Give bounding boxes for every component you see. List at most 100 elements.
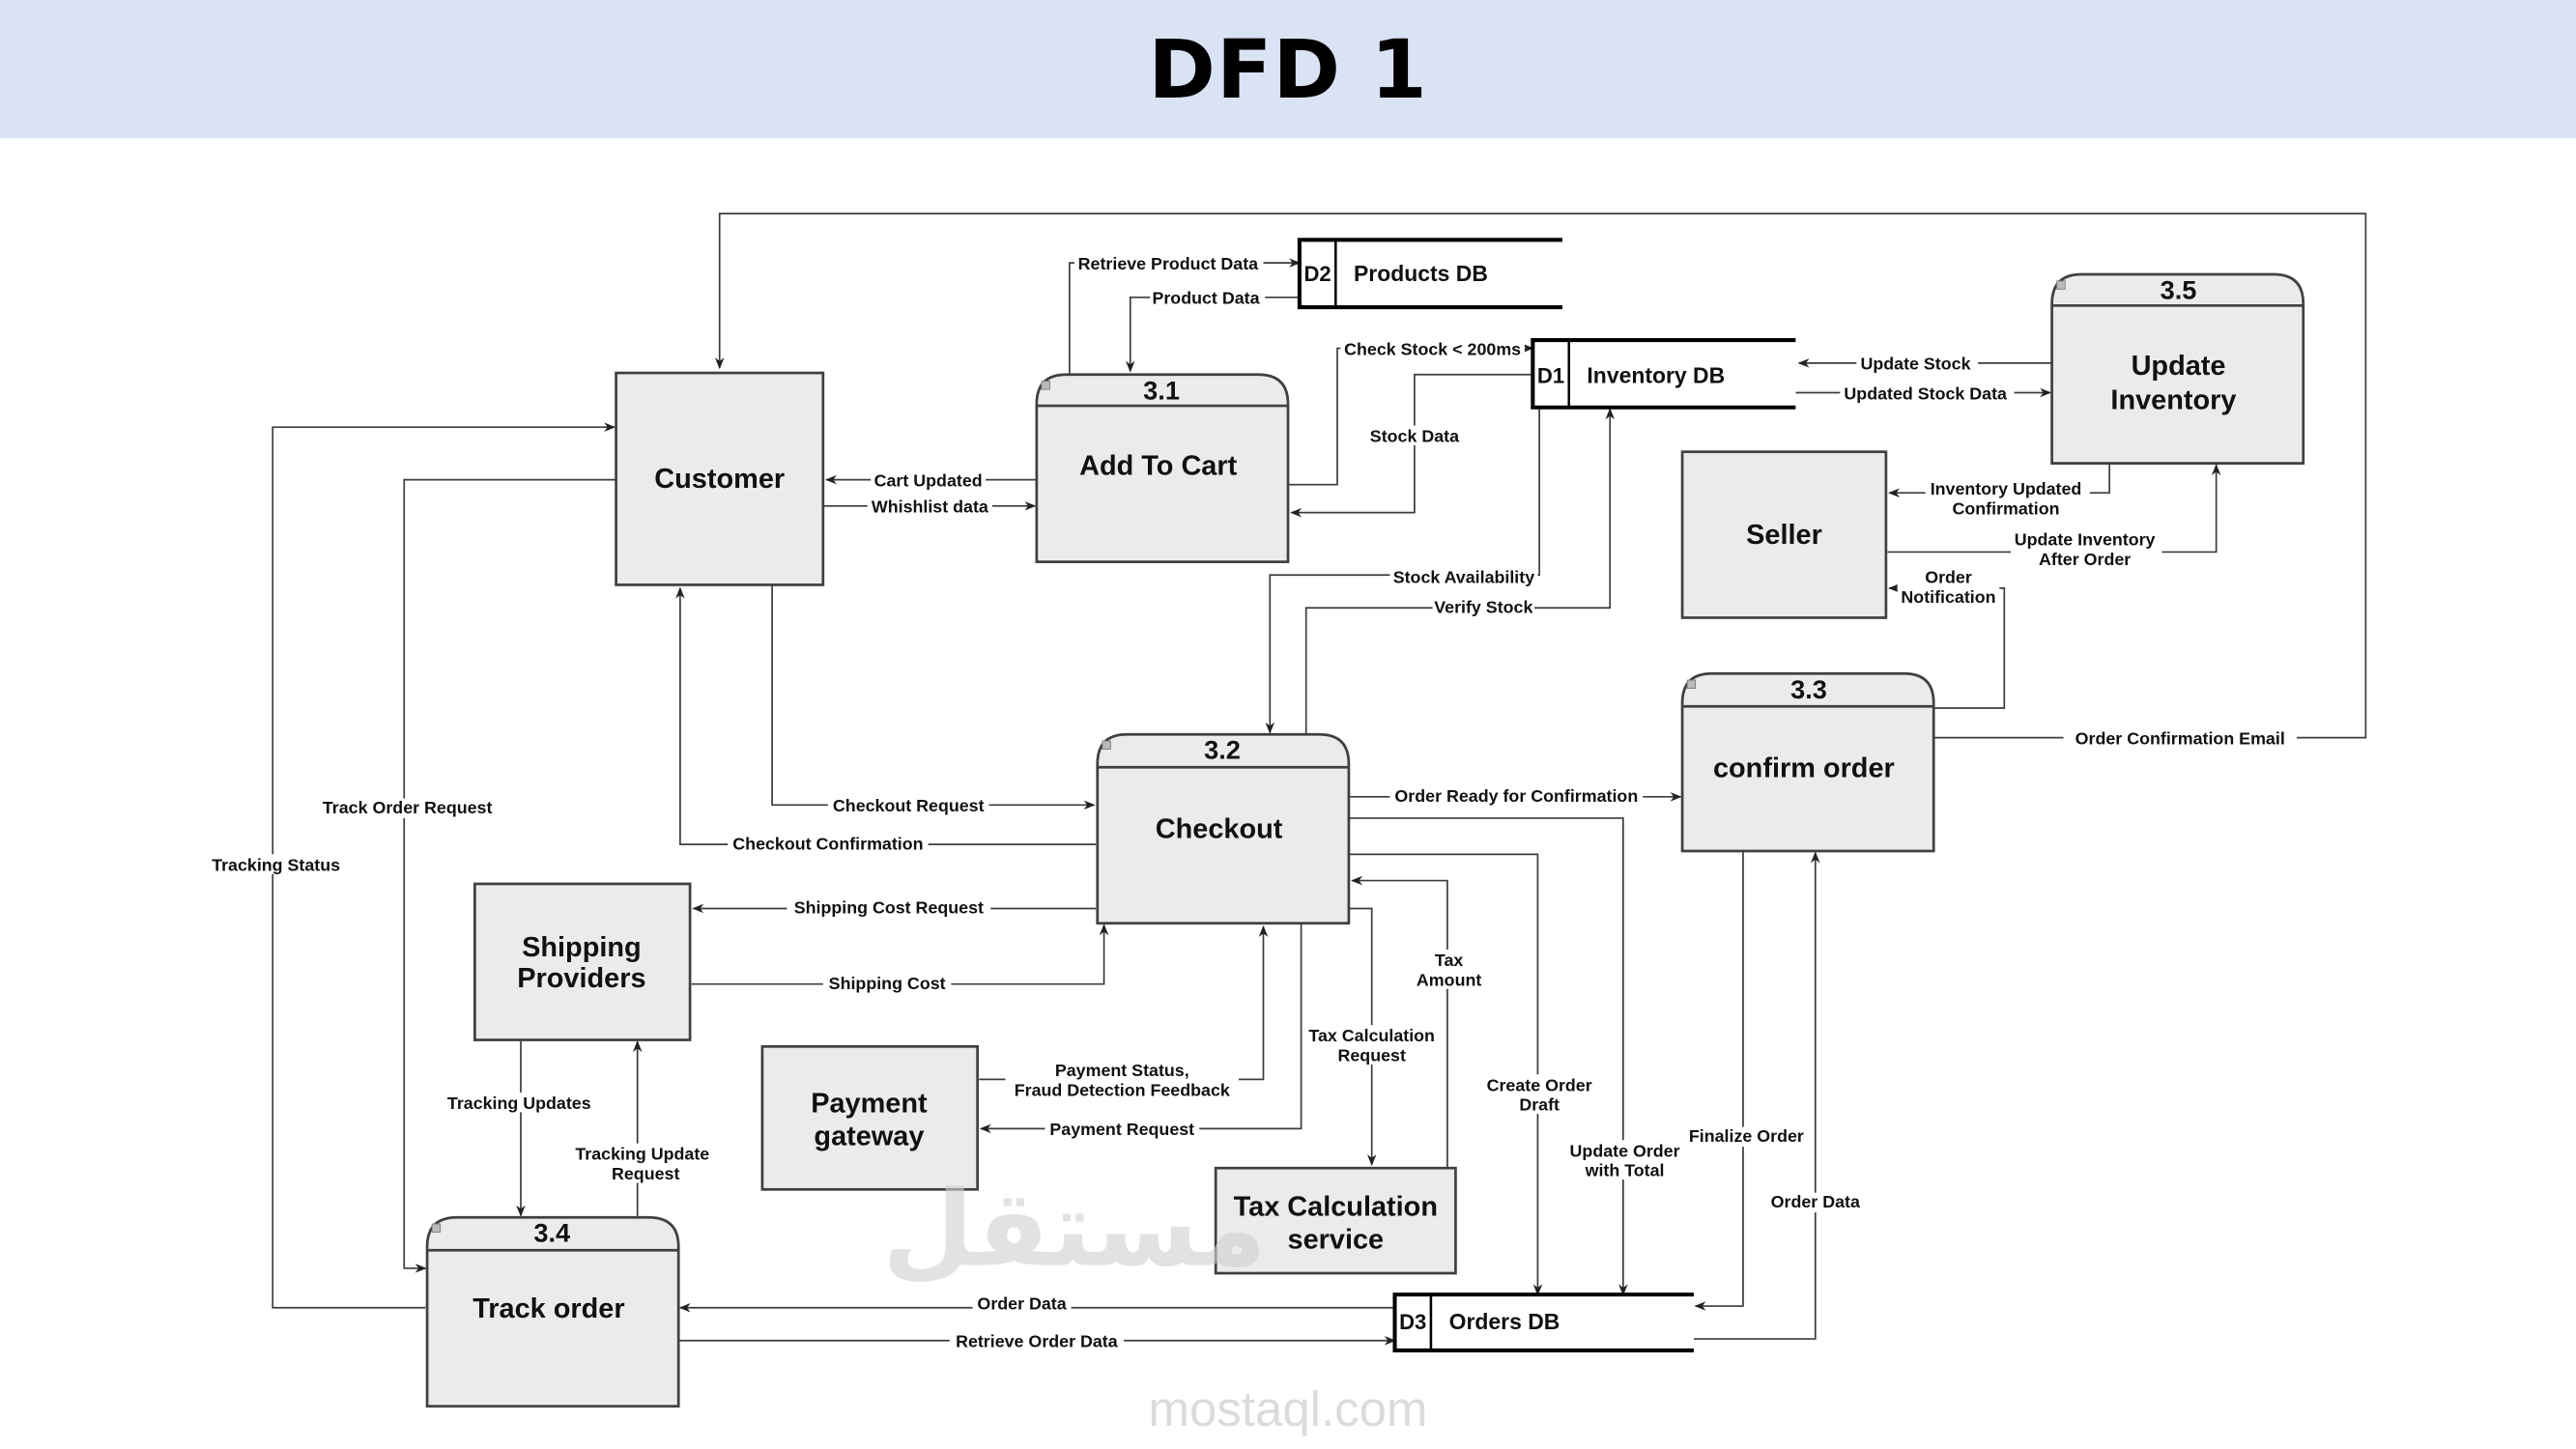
flow-update-inventory-after-order bbox=[1887, 464, 2221, 554]
store-d2-products-db[interactable]: D2 Products DB bbox=[1297, 238, 1562, 310]
store-d3-orders-db[interactable]: D3 Orders DB bbox=[1392, 1293, 1694, 1352]
label-cart-updated: Cart Updated bbox=[874, 470, 983, 490]
label-updated-stock-data: Updated Stock Data bbox=[1844, 384, 2008, 403]
flow-create-order-draft bbox=[1348, 853, 1543, 1296]
store-id: D3 bbox=[1399, 1310, 1426, 1334]
label-update-order-total-2: with Total bbox=[1585, 1161, 1665, 1180]
label-update-inventory-2: After Order bbox=[2039, 550, 2131, 569]
process-name: Checkout bbox=[1156, 813, 1283, 844]
flow-track-order-request bbox=[403, 478, 616, 1273]
flow-product-data bbox=[1126, 296, 1300, 373]
label-tracking-status: Tracking Status bbox=[212, 855, 340, 874]
label-create-order-draft-1: Create Order bbox=[1487, 1075, 1592, 1094]
store-name: Inventory DB bbox=[1587, 362, 1725, 387]
label-tracking-updates: Tracking Updates bbox=[447, 1094, 591, 1113]
label-order-data-bottom: Order Data bbox=[977, 1293, 1067, 1313]
label-tax-amount-2: Amount bbox=[1417, 970, 1481, 989]
store-id: D2 bbox=[1303, 262, 1331, 286]
label-shipping-cost-request: Shipping Cost Request bbox=[794, 898, 984, 918]
label-create-order-draft-2: Draft bbox=[1519, 1095, 1560, 1115]
label-finalize-order: Finalize Order bbox=[1689, 1126, 1804, 1146]
label-payment-status-1: Payment Status, bbox=[1055, 1061, 1189, 1080]
process-name-2: Inventory bbox=[2110, 384, 2236, 415]
label-update-order-total-1: Update Order bbox=[1570, 1141, 1680, 1160]
label-update-inventory-1: Update Inventory bbox=[2015, 530, 2156, 550]
page-title: DFD 1 bbox=[1148, 21, 1428, 117]
flow-checkout-request bbox=[771, 584, 1096, 810]
label-checkout-request: Checkout Request bbox=[833, 796, 985, 815]
entity-payment-gateway[interactable]: Payment gateway bbox=[760, 1044, 980, 1191]
label-product-data: Product Data bbox=[1152, 289, 1260, 308]
store-name: Products DB bbox=[1354, 261, 1488, 286]
label-retrieve-order-data: Retrieve Order Data bbox=[956, 1332, 1119, 1351]
label-stock-data: Stock Data bbox=[1370, 426, 1460, 445]
label-payment-request: Payment Request bbox=[1049, 1120, 1194, 1139]
label-whishlist-data: Whishlist data bbox=[872, 497, 989, 517]
collapse-icon bbox=[2056, 280, 2066, 290]
store-name: Orders DB bbox=[1449, 1309, 1560, 1334]
process-name: confirm order bbox=[1713, 753, 1895, 783]
entity-shipping-label-2: Providers bbox=[517, 963, 645, 994]
flow-payment-status bbox=[979, 924, 1269, 1081]
entity-tax-service[interactable]: Tax Calculation service bbox=[1214, 1166, 1457, 1275]
process-3-3-confirm-order[interactable]: 3.3 confirm order bbox=[1680, 671, 1935, 853]
collapse-icon bbox=[431, 1223, 442, 1233]
store-id: D1 bbox=[1537, 363, 1564, 387]
label-order-confirmation-email: Order Confirmation Email bbox=[2075, 728, 2285, 748]
entity-customer-label: Customer bbox=[654, 464, 785, 495]
process-name: Add To Cart bbox=[1079, 450, 1238, 481]
flow-tax-amount bbox=[1351, 875, 1448, 1169]
entity-shipping-providers[interactable]: Shipping Providers bbox=[473, 882, 692, 1041]
label-check-stock: Check Stock < 200ms bbox=[1344, 339, 1521, 358]
entity-seller-label: Seller bbox=[1746, 520, 1822, 551]
label-checkout-confirmation: Checkout Confirmation bbox=[732, 834, 923, 853]
flow-check-stock bbox=[1288, 343, 1534, 486]
watermark-latin: mostaql.com bbox=[1148, 1381, 1427, 1436]
label-order-ready: Order Ready for Confirmation bbox=[1394, 786, 1638, 806]
store-d1-inventory-db[interactable]: D1 Inventory DB bbox=[1531, 338, 1796, 410]
label-track-order-request: Track Order Request bbox=[323, 798, 493, 817]
entity-customer[interactable]: Customer bbox=[615, 371, 825, 586]
label-shipping-cost: Shipping Cost bbox=[829, 974, 946, 993]
process-name-1: Update bbox=[2132, 351, 2226, 382]
entity-seller[interactable]: Seller bbox=[1680, 450, 1888, 619]
flow-update-order-total bbox=[1348, 817, 1628, 1296]
process-3-2-checkout[interactable]: 3.2 Checkout bbox=[1096, 732, 1351, 925]
entity-shipping-label-1: Shipping bbox=[522, 932, 642, 963]
process-3-5-update-inventory[interactable]: 3.5 Update Inventory bbox=[2050, 272, 2305, 465]
process-id: 3.4 bbox=[533, 1218, 570, 1248]
flow-retrieve-product-data bbox=[1069, 258, 1302, 375]
flow-labels: Retrieve Product Data Product Data Check… bbox=[207, 252, 2297, 1351]
flow-tax-calc-request bbox=[1348, 907, 1377, 1166]
collapse-icon bbox=[1041, 381, 1050, 390]
label-stock-availability: Stock Availability bbox=[1393, 568, 1534, 587]
entity-payment-label-1: Payment bbox=[811, 1088, 928, 1119]
process-3-1-add-to-cart[interactable]: 3.1 Add To Cart bbox=[1035, 373, 1290, 563]
entity-tax-label-2: service bbox=[1288, 1225, 1385, 1256]
process-id: 3.2 bbox=[1204, 735, 1241, 765]
label-verify-stock: Verify Stock bbox=[1434, 597, 1532, 616]
label-order-notification-2: Notification bbox=[1901, 587, 1995, 607]
label-tax-calc-request-1: Tax Calculation bbox=[1308, 1026, 1435, 1045]
process-id: 3.3 bbox=[1790, 674, 1827, 704]
collapse-icon bbox=[1102, 740, 1111, 750]
label-inventory-updated-1: Inventory Updated bbox=[1931, 479, 2082, 498]
process-3-4-track-order[interactable]: 3.4 Track order bbox=[425, 1215, 680, 1408]
collapse-icon bbox=[1686, 679, 1697, 690]
label-update-stock: Update Stock bbox=[1860, 355, 1970, 374]
flow-finalize-order bbox=[1694, 850, 1744, 1311]
label-inventory-updated-2: Confirmation bbox=[1953, 498, 2060, 518]
flow-order-data-right bbox=[1693, 851, 1820, 1340]
entity-tax-label-1: Tax Calculation bbox=[1234, 1192, 1438, 1223]
label-tracking-update-request-1: Tracking Update bbox=[575, 1145, 709, 1164]
label-tax-amount-1: Tax bbox=[1435, 951, 1463, 970]
label-payment-status-2: Fraud Detection Feedback bbox=[1015, 1080, 1230, 1099]
label-tracking-update-request-2: Request bbox=[612, 1164, 679, 1183]
entity-payment-label-2: gateway bbox=[814, 1121, 924, 1151]
process-name: Track order bbox=[472, 1293, 624, 1324]
watermark: مستقل mostaql.com bbox=[882, 1168, 1428, 1437]
flow-checkout-confirmation bbox=[675, 586, 1097, 845]
label-order-notification-1: Order bbox=[1925, 568, 1972, 587]
label-tax-calc-request-2: Request bbox=[1338, 1046, 1406, 1065]
